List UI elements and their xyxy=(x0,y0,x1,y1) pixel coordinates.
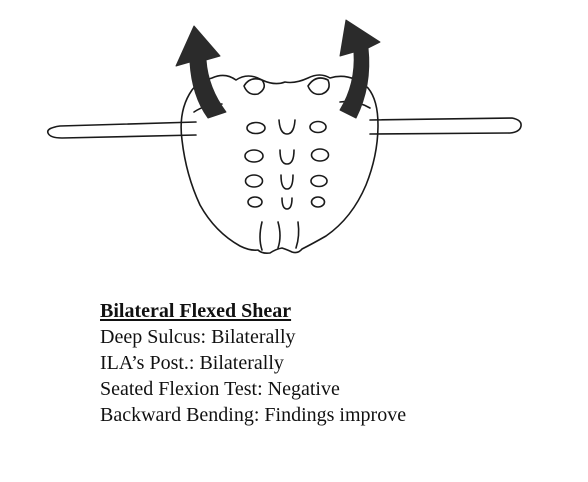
right-foramen-4 xyxy=(310,196,326,208)
finding-ila-posterior: ILA’s Post.: Bilaterally xyxy=(100,352,284,374)
median-crest-1 xyxy=(278,119,296,135)
median-crest-2 xyxy=(279,149,295,165)
right-rod xyxy=(369,117,522,135)
diagram-title: Bilateral Flexed Shear xyxy=(100,300,292,322)
right-foramen-2 xyxy=(310,148,330,162)
left-foramen-3 xyxy=(244,174,264,188)
right-foramen-3 xyxy=(310,174,328,188)
coccyx-left xyxy=(259,221,263,251)
left-foramen-1 xyxy=(246,121,266,135)
sacrum-body xyxy=(180,74,379,254)
left-rod xyxy=(46,121,197,139)
left-facet xyxy=(243,78,266,96)
curved-arrow-icon xyxy=(339,19,381,119)
findings-caption: Bilateral Flexed Shear Deep Sulcus: Bila… xyxy=(100,298,570,428)
median-crest-4 xyxy=(281,197,293,210)
coccyx-right xyxy=(295,221,300,249)
right-foramen-1 xyxy=(309,120,327,134)
finding-deep-sulcus: Deep Sulcus: Bilaterally xyxy=(100,326,296,348)
finding-seated-flexion-test: Seated Flexion Test: Negative xyxy=(100,378,340,400)
left-foramen-4 xyxy=(247,196,263,208)
median-crest-3 xyxy=(280,174,294,190)
finding-backward-bending: Backward Bending: Findings improve xyxy=(100,404,407,426)
left-foramen-2 xyxy=(244,149,264,163)
right-facet xyxy=(307,77,330,96)
sacrum-diagram xyxy=(46,19,522,254)
curved-arrow-icon xyxy=(175,25,227,119)
coccyx-center xyxy=(277,221,281,249)
